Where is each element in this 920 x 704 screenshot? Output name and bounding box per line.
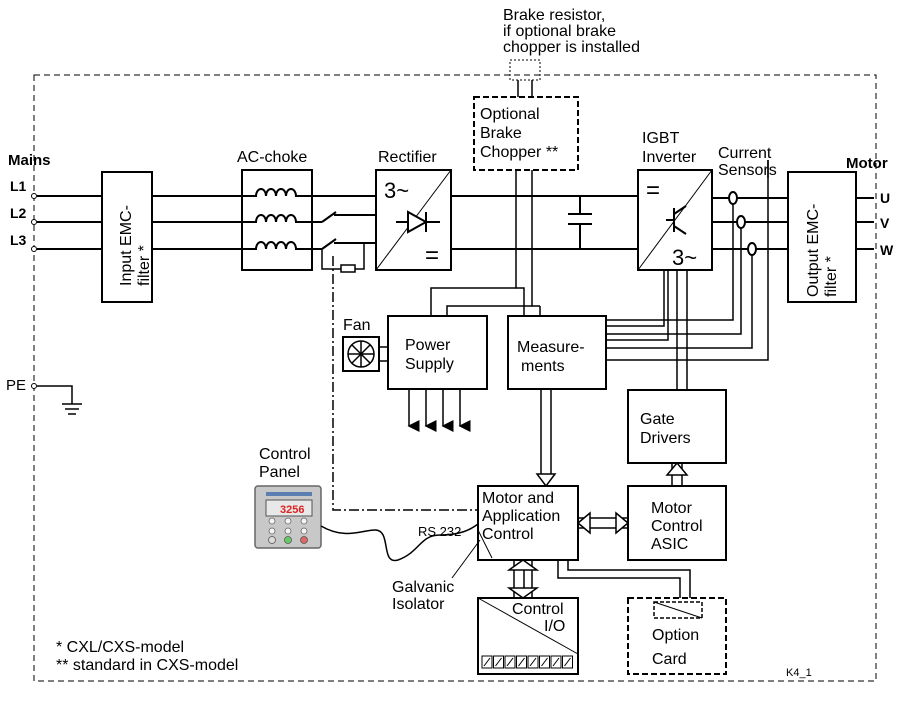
u-label: U [880,190,890,206]
option-card-label: Option [652,627,699,644]
l3-label: L3 [10,232,27,248]
motor-label: Motor [846,155,888,172]
current-sensors-label-2: Sensors [718,162,777,179]
drive-enclosure [33,74,877,682]
control-io-label-2: I/O [544,618,565,635]
option-card-box [627,597,727,675]
sensor-wires [606,160,769,361]
rs232-cable [320,523,479,562]
inverter-ac-symbol: 3~ [672,245,697,270]
gate-drivers-label-2: Drivers [640,430,691,447]
option-card-label-2: Card [652,651,687,668]
rectifier-ac-symbol: 3~ [384,178,409,203]
rs232-label: RS 232 [418,524,461,539]
motor-app-control-label-2: Application [482,508,560,525]
figure-code: K4_1 [786,667,812,679]
svg-text:if optional brake: if optional brake [503,23,616,40]
mains-label: Mains [8,152,51,169]
motor-app-control-label: Motor and [482,490,554,507]
w-label: W [880,242,894,258]
power-supply-label-2: Supply [405,356,454,373]
igbt-label: IGBT [642,130,680,147]
motor-app-control-box [477,485,579,561]
control-panel-device: 3256 [254,485,322,549]
svg-text:Output EMC-: Output EMC- [805,204,822,297]
terminal-strip [481,655,573,669]
l1-label: L1 [10,178,27,194]
dc-capacitor-icon [568,196,592,249]
asic-label-2: Control [651,518,703,535]
power-supply-box [387,315,488,390]
measurements-label-2: ments [521,358,565,375]
charging-resistor [340,264,356,273]
footnote-2: ** standard in CXS-model [56,657,238,674]
ac-choke-label: AC-choke [237,149,307,166]
galvanic-label-2: Isolator [392,596,445,613]
svg-text:chopper is installed: chopper is installed [503,39,640,56]
panel-display: 3256 [280,504,304,516]
inverter-label: Inverter [642,149,697,166]
fan-label: Fan [343,317,371,334]
gate-drivers-label: Gate [640,411,675,428]
asic-label-3: ASIC [651,536,688,553]
motor-app-control-label-3: Control [482,526,534,543]
output-emc-filter-box [787,171,857,303]
inverter-dc-symbol: = [646,177,660,204]
control-io-label: Control [512,601,564,618]
galvanic-label: Galvanic [392,579,454,596]
rectifier-label: Rectifier [378,149,437,166]
brake-resistor-box [509,59,541,81]
control-panel-label: Control [259,446,311,463]
footnote-1: * CXL/CXS-model [56,639,184,656]
svg-text:Optional: Optional [480,106,540,123]
ground-icon [37,385,82,415]
output-emc-filter-label: Output EMC- filter * [805,204,840,297]
svg-text:Brake resistor,: Brake resistor, [503,7,605,24]
mains-lines [37,195,102,250]
svg-text:Input EMC-: Input EMC- [118,205,135,286]
transistor-icon [666,205,687,235]
svg-text:Chopper **: Chopper ** [480,144,558,161]
input-emc-filter-box [101,171,153,303]
rectifier-dc-symbol: = [425,242,439,269]
relay-control-line [332,256,478,511]
measurements-label: Measure- [517,339,585,356]
l2-label: L2 [10,205,27,221]
diode-icon [396,210,440,234]
power-supply-label: Power [405,337,451,354]
pe-label: PE [6,377,26,394]
svg-text:filter *: filter * [823,256,840,297]
current-sensors-label: Current [718,145,772,162]
output-lines [712,197,788,250]
control-panel-label-2: Panel [259,464,300,481]
measurements-box [507,315,607,390]
dc-bus [451,195,638,250]
brake-resistor-label: Brake resistor, if optional brake choppe… [503,7,640,56]
svg-text:filter *: filter * [136,245,153,286]
asic-label: Motor [651,500,693,517]
svg-text:Brake: Brake [480,125,522,142]
ac-choke-coils [242,188,312,250]
input-emc-filter-label: Input EMC- filter * [118,205,153,286]
v-label: V [880,215,890,231]
optional-brake-chopper-box [473,96,579,171]
optional-brake-chopper-label: Optional Brake Chopper ** [480,106,558,161]
power-outputs [407,389,471,432]
